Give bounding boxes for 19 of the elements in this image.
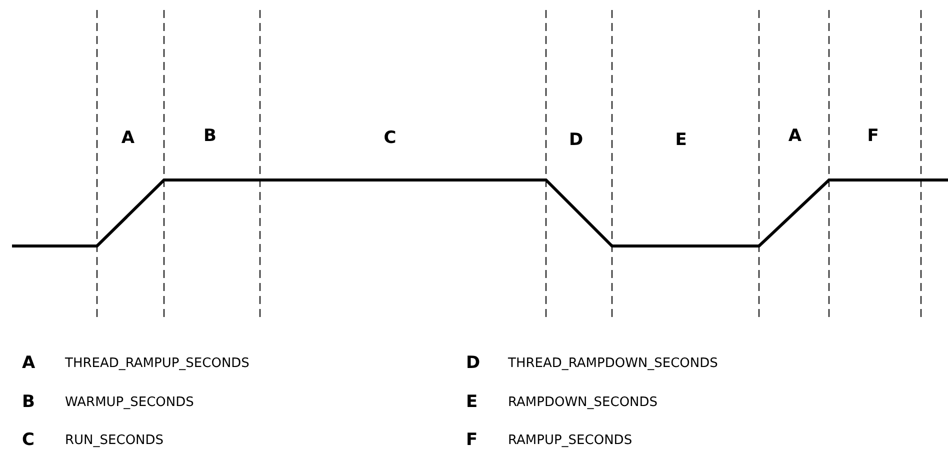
parameter-name: THREAD_RAMPUP_SECONDS	[65, 357, 250, 370]
parameter-name: RUN_SECONDS	[65, 434, 164, 447]
key-letter: A	[22, 355, 36, 372]
parameter-name: THREAD_RAMPDOWN_SECONDS	[508, 357, 718, 370]
key-letter: C	[22, 432, 34, 449]
phase-letter: D	[568, 132, 584, 149]
key-letter: B	[22, 394, 35, 411]
phase-letter: C	[384, 130, 396, 147]
phase-letter: A	[788, 128, 802, 145]
key-letter: F	[466, 432, 478, 449]
key-letter: E	[466, 394, 478, 411]
phase-letter: F	[867, 128, 879, 145]
parameter-name: RAMPDOWN_SECONDS	[508, 396, 658, 409]
phase-letter: B	[204, 128, 216, 145]
parameter-name: RAMPUP_SECONDS	[508, 434, 632, 447]
phase-letter: E	[675, 132, 687, 149]
phase-letter: A	[121, 130, 135, 147]
key-letter: D	[466, 355, 480, 372]
parameter-name: WARMUP_SECONDS	[65, 396, 194, 409]
